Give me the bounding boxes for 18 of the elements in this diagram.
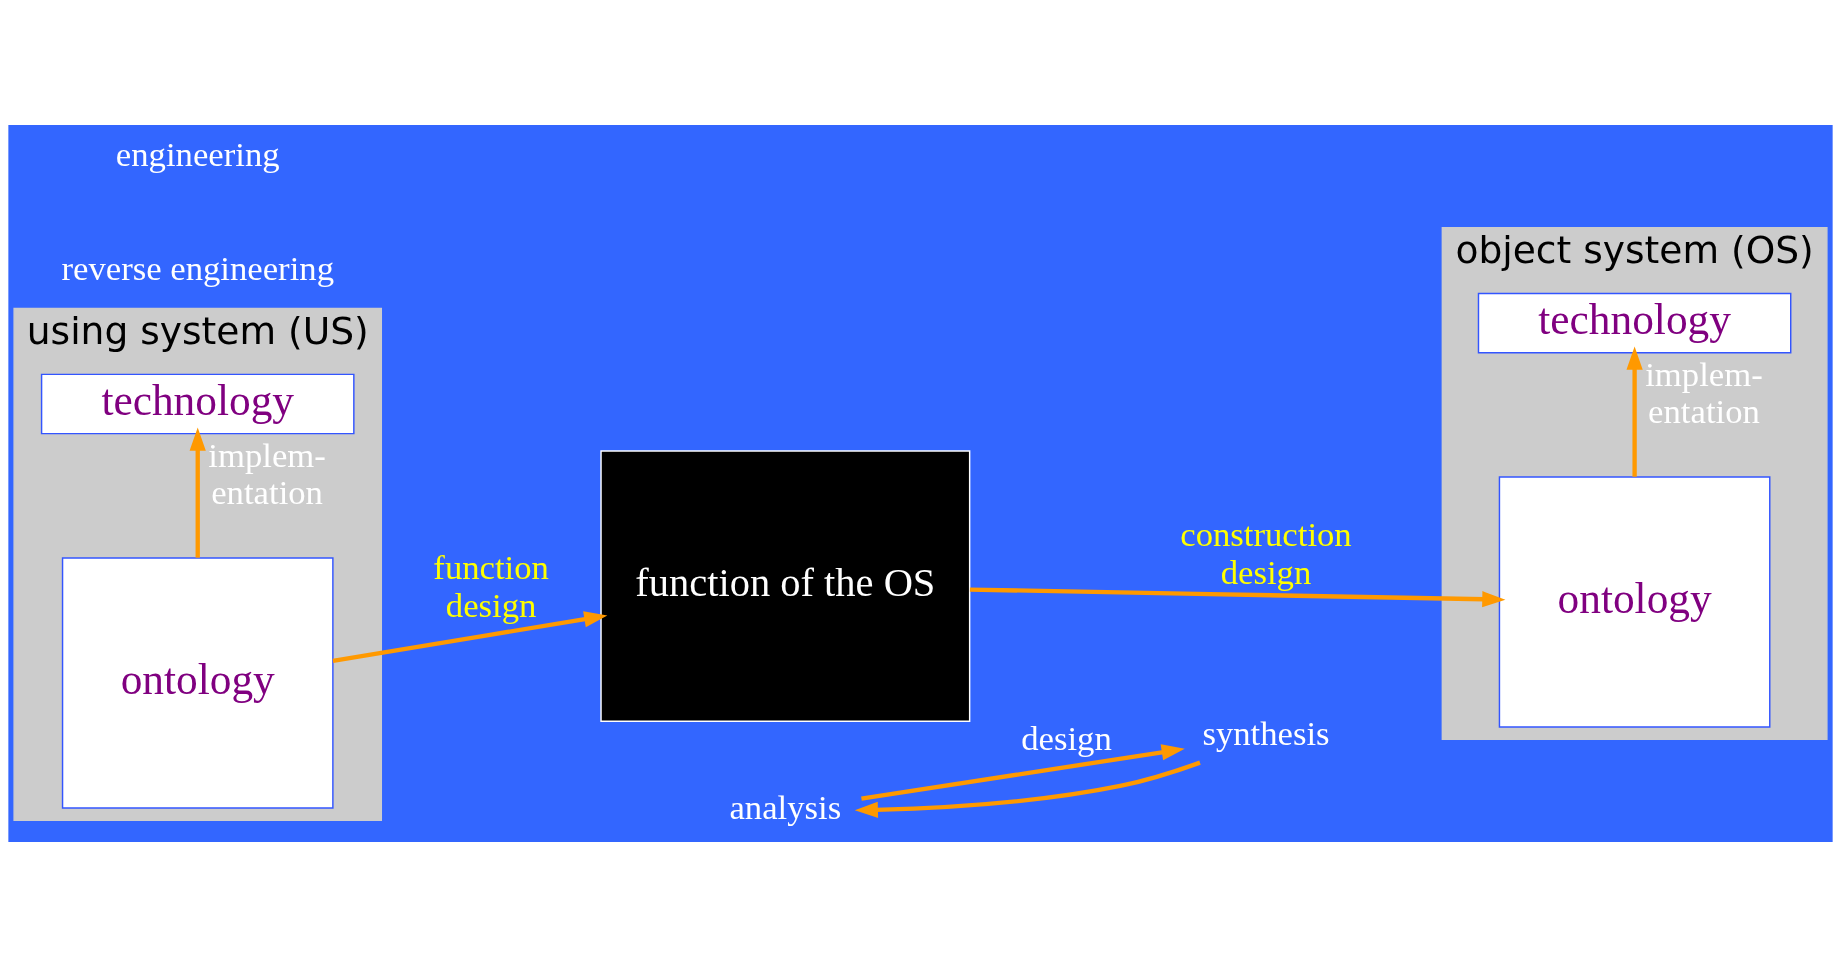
node-text: analysis	[729, 788, 842, 828]
node-box: technology	[1477, 292, 1792, 354]
node-box: function of the OS	[600, 450, 971, 723]
arrow	[969, 587, 1506, 608]
edge-label: construction design	[1180, 514, 1352, 592]
label: engineering	[115, 134, 280, 174]
edge-label: design	[1021, 718, 1112, 758]
arrow	[332, 611, 608, 663]
edge-label: function design	[433, 548, 549, 625]
node-box: technology	[40, 373, 355, 435]
arrow	[1626, 346, 1643, 477]
node-box: ontology	[61, 557, 334, 809]
node-text: synthesis	[1202, 714, 1330, 754]
label: reverse engineering	[61, 248, 334, 288]
arrow	[189, 427, 206, 558]
node-box: ontology	[1498, 476, 1771, 728]
arrow	[854, 760, 1201, 818]
arrow	[861, 744, 1185, 801]
